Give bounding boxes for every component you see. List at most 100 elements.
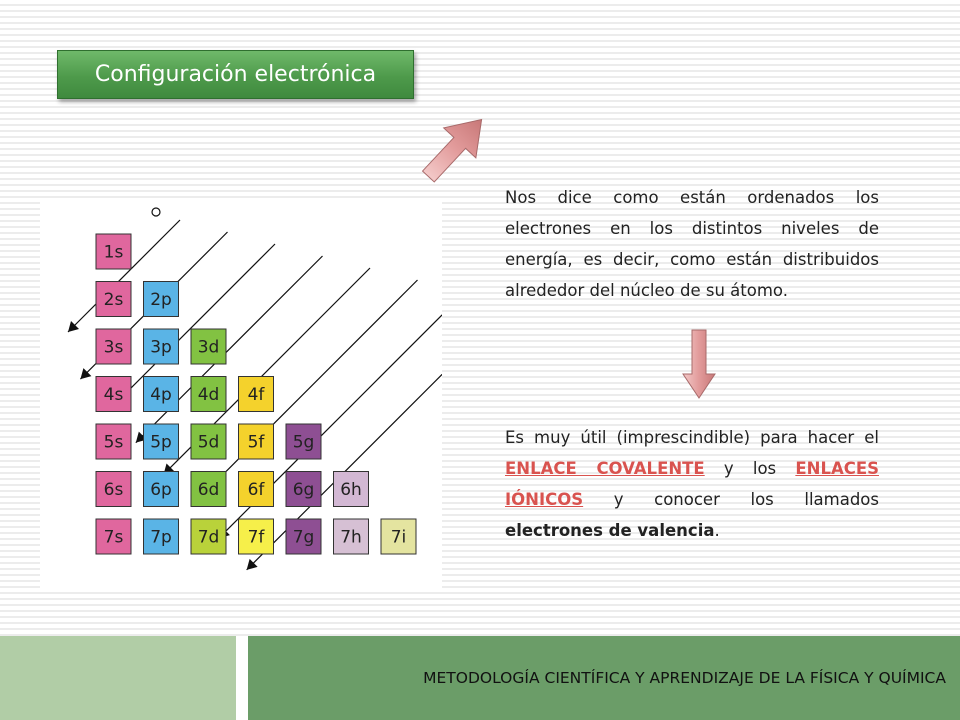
orbital-box-rect bbox=[238, 423, 274, 460]
orbital-label: 1s bbox=[104, 243, 124, 263]
orbital-box-rect bbox=[190, 471, 227, 507]
orbital-box-rect bbox=[190, 423, 227, 460]
orbital-box-rect bbox=[285, 518, 322, 555]
orbital-box-rect bbox=[238, 376, 274, 412]
orbital-label: 4f bbox=[248, 385, 266, 405]
down-arrow-icon bbox=[682, 329, 716, 399]
orbital-box-6g: 6g bbox=[285, 471, 322, 507]
orbital-box-5g: 5g bbox=[285, 423, 322, 460]
orbital-box-rect bbox=[143, 423, 179, 460]
orbital-box-rect bbox=[238, 518, 274, 555]
orbital-label: 7f bbox=[248, 528, 266, 548]
orbital-label: 3d bbox=[198, 338, 220, 358]
orbital-box-rect bbox=[95, 423, 132, 460]
orbital-label: 5f bbox=[248, 433, 266, 453]
orbital-box-rect bbox=[95, 328, 132, 365]
diagonal-arrow-icon bbox=[421, 118, 483, 183]
orbital-diagram: 1s 2s 2p 3s 3p 3d 4s 4p 4d 4f 5s 5p 5d 5f 5g 6s 6p 6d 6f 6g… bbox=[40, 202, 513, 588]
p2-text3: y conocer los llamados bbox=[583, 490, 879, 509]
orbital-box-7s: 7s bbox=[95, 518, 132, 555]
footer-left-block bbox=[0, 636, 236, 720]
orbital-box-1s: 1s bbox=[95, 233, 132, 270]
orbital-label: 4p bbox=[150, 385, 172, 405]
orbital-label: 7i bbox=[391, 528, 407, 548]
diagonal-arrow-line bbox=[107, 243, 276, 412]
orbital-box-rect bbox=[95, 376, 132, 412]
orbital-label: 6g bbox=[293, 480, 315, 500]
orbital-label: 5s bbox=[104, 433, 124, 453]
orbital-label: 3s bbox=[104, 338, 124, 358]
orbital-box-6p: 6p bbox=[143, 471, 179, 507]
orbital-label: 7g bbox=[293, 528, 315, 548]
orbital-label: 4d bbox=[198, 385, 220, 405]
orbital-box-5d: 5d bbox=[190, 423, 227, 460]
orbital-label: 2p bbox=[150, 290, 172, 310]
orbital-box-3p: 3p bbox=[143, 328, 179, 365]
orbital-label: 6s bbox=[104, 480, 124, 500]
orbital-box-5p: 5p bbox=[143, 423, 179, 460]
orbital-label: 2s bbox=[104, 290, 124, 310]
orbital-label: 7d bbox=[198, 528, 220, 548]
footer-gap bbox=[236, 636, 248, 720]
orbital-box-rect bbox=[143, 281, 179, 317]
orbital-diagram-svg: 1s 2s 2p 3s 3p 3d 4s 4p 4d 4f 5s 5p 5d 5f 5g 6s 6p 6d 6f 6g… bbox=[67, 207, 513, 571]
orbital-box-rect bbox=[95, 471, 132, 507]
orbital-label: 6f bbox=[248, 480, 266, 500]
orbital-box-6s: 6s bbox=[95, 471, 132, 507]
orbital-box-6d: 6d bbox=[190, 471, 227, 507]
orbital-boxes: 1s 2s 2p 3s 3p 3d 4s 4p 4d 4f 5s 5p 5d 5f 5g 6s 6p 6d 6f 6g… bbox=[95, 233, 417, 555]
orbital-box-rect bbox=[95, 233, 132, 270]
orbital-box-6f: 6f bbox=[238, 471, 274, 507]
orbital-label: 5g bbox=[293, 433, 315, 453]
paragraph-usefulness: Es muy útil (imprescindible) para hacer … bbox=[505, 422, 879, 546]
p2-text2: y los bbox=[704, 459, 796, 478]
orbital-box-5f: 5f bbox=[238, 423, 274, 460]
arrow-head bbox=[80, 368, 92, 380]
orbital-label: 5p bbox=[150, 433, 172, 453]
orbital-box-rect bbox=[143, 328, 179, 365]
orbital-box-2p: 2p bbox=[143, 281, 179, 317]
orbital-box-rect bbox=[285, 471, 322, 507]
orbital-box-rect bbox=[143, 471, 179, 507]
p2-text4: . bbox=[714, 521, 720, 540]
orbital-box-3d: 3d bbox=[190, 328, 227, 365]
orbital-label: 6p bbox=[150, 480, 172, 500]
arrow-head bbox=[68, 321, 79, 332]
orbital-box-rect bbox=[285, 423, 322, 460]
orbital-box-4s: 4s bbox=[95, 376, 132, 412]
arrow-head bbox=[246, 558, 258, 570]
diagonal-arrow-line bbox=[67, 219, 181, 333]
orbital-box-7f: 7f bbox=[238, 518, 274, 555]
orbital-box-rect bbox=[95, 518, 132, 555]
link-enlace-covalente[interactable]: ENLACE COVALENTE bbox=[505, 459, 705, 478]
orbital-box-rect bbox=[333, 471, 369, 507]
slide-title: Configuración electrónica bbox=[57, 50, 414, 99]
orbital-label: 3p bbox=[150, 338, 172, 358]
orbital-box-rect bbox=[333, 518, 369, 555]
orbital-label: 6d bbox=[198, 480, 220, 500]
orbital-box-7g: 7g bbox=[285, 518, 322, 555]
orbital-box-rect bbox=[380, 518, 417, 555]
orbital-box-5s: 5s bbox=[95, 423, 132, 460]
start-circle bbox=[151, 207, 161, 217]
orbital-label: 6h bbox=[340, 480, 362, 500]
orbital-label: 5d bbox=[198, 433, 220, 453]
orbital-box-rect bbox=[190, 328, 227, 365]
p2-text1: Es muy útil (imprescindible) para hacer … bbox=[505, 428, 879, 447]
orbital-label: 7h bbox=[340, 528, 362, 548]
orbital-box-6h: 6h bbox=[333, 471, 369, 507]
paragraph-description: Nos dice como están ordenados los electr… bbox=[505, 188, 879, 300]
orbital-box-rect bbox=[190, 518, 227, 555]
orbital-label: 4s bbox=[104, 385, 124, 405]
orbital-box-rect bbox=[95, 281, 132, 317]
orbital-label: 7s bbox=[104, 528, 124, 548]
orbital-box-rect bbox=[238, 471, 274, 507]
link-enlaces-ionicos[interactable]: ENLACES IÓNICOS bbox=[505, 459, 879, 509]
orbital-box-7h: 7h bbox=[333, 518, 369, 555]
orbital-box-3s: 3s bbox=[95, 328, 132, 365]
orbital-label: 7p bbox=[150, 528, 172, 548]
orbital-box-4p: 4p bbox=[143, 376, 179, 412]
orbital-box-7i: 7i bbox=[380, 518, 417, 555]
orbital-box-7d: 7d bbox=[190, 518, 227, 555]
orbital-box-rect bbox=[143, 376, 179, 412]
